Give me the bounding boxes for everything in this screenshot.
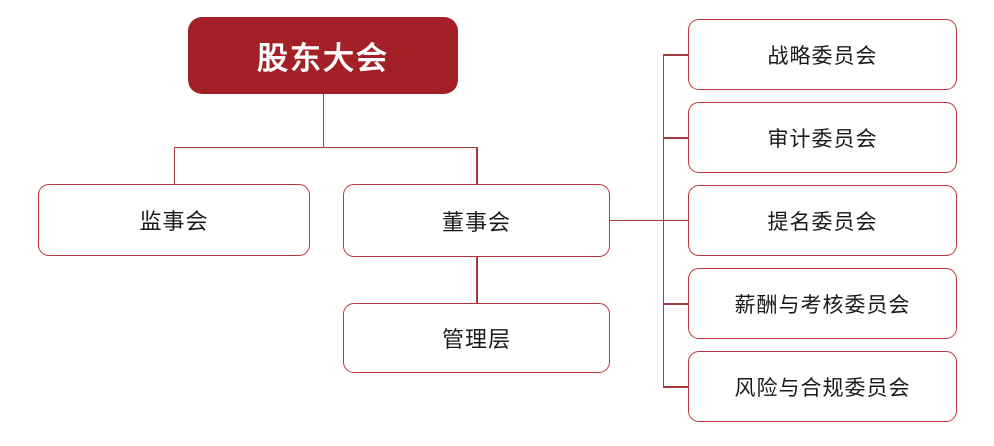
connector-branch-risk [663,386,688,388]
node-label: 薪酬与考核委员会 [734,293,911,317]
connector-board-to-spine [610,219,688,222]
connector-branch-strategy [663,54,688,56]
connector-board-management [476,257,478,303]
node-label: 董事会 [441,209,511,235]
node-remuneration-appraisal-committee: 薪酬与考核委员会 [688,268,957,339]
node-label: 股东大会 [257,41,389,76]
connector-branch-remuneration [663,303,688,305]
node-audit-committee: 审计委员会 [688,102,957,173]
node-label: 监事会 [139,209,209,234]
node-strategy-committee: 战略委员会 [688,19,957,90]
node-label: 提名委员会 [767,210,878,234]
node-label: 战略委员会 [767,44,878,68]
connector-root-drop [322,94,324,147]
node-nomination-committee: 提名委员会 [688,185,957,256]
node-label: 管理层 [441,327,511,352]
node-risk-compliance-committee: 风险与合规委员会 [688,351,957,422]
connector-branch-audit [663,137,688,139]
connector-board-drop [476,147,478,184]
node-shareholders-meeting: 股东大会 [188,17,458,94]
node-label: 审计委员会 [767,127,878,151]
connector-supervisory-drop [173,147,175,184]
node-label: 风险与合规委员会 [734,376,911,400]
node-board-of-directors: 董事会 [343,184,610,257]
node-supervisory-board: 监事会 [38,184,310,256]
node-management: 管理层 [343,303,610,373]
connector-level2-horizontal [173,146,478,148]
